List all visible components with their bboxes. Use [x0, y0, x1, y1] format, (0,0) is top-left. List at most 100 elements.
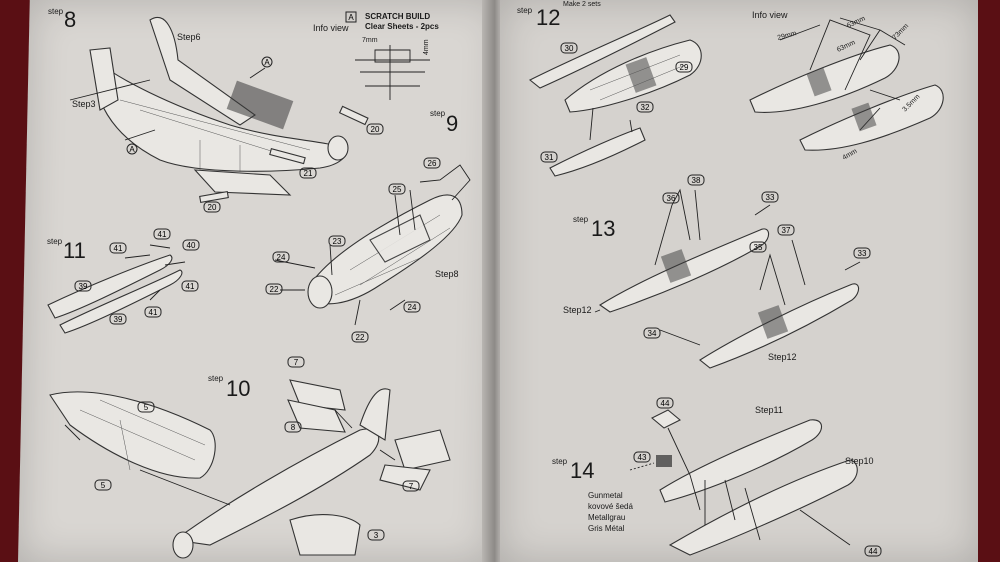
part-callout-36: 36	[662, 192, 680, 204]
svg-text:63mm: 63mm	[846, 15, 867, 30]
svg-text:Info view: Info view	[313, 23, 349, 33]
part-callout-33b: 33	[853, 247, 871, 259]
svg-text:36: 36	[667, 194, 676, 203]
svg-text:Gris Métal: Gris Métal	[588, 524, 625, 533]
svg-text:step: step	[573, 215, 589, 224]
svg-text:33: 33	[766, 193, 775, 202]
scratch-build-info: Info view A SCRATCH BUILD Clear Sheets -…	[313, 11, 439, 100]
step-9-fuselage-drawing	[274, 164, 471, 326]
part-callout-41c: 41	[181, 280, 199, 292]
svg-text:step: step	[552, 457, 568, 466]
step-12-float-drawing	[528, 14, 702, 177]
part-callout-29: 29	[675, 61, 693, 73]
svg-text:12: 12	[536, 5, 560, 30]
part-callout-8: 8	[284, 421, 302, 433]
svg-text:Info view: Info view	[752, 10, 788, 20]
step11-reference: Step11	[755, 405, 783, 415]
part-callout-24b: 24	[403, 301, 421, 313]
svg-text:23: 23	[333, 237, 342, 246]
part-callout-5a: 5	[137, 401, 155, 413]
part-callout-35: 35	[749, 241, 767, 253]
svg-text:33: 33	[858, 249, 867, 258]
part-callout-25: 25	[388, 183, 406, 195]
part-callout-A-left: A	[126, 143, 138, 155]
part-callout-30: 30	[560, 42, 578, 54]
svg-text:20: 20	[371, 125, 380, 134]
part-callout-31: 31	[540, 151, 558, 163]
part-callout-22b: 22	[351, 331, 369, 343]
step-10-header: step 10	[208, 374, 250, 401]
svg-text:14: 14	[570, 458, 594, 483]
svg-text:13: 13	[591, 216, 615, 241]
svg-text:8: 8	[291, 423, 296, 432]
svg-text:step: step	[430, 109, 446, 118]
step12-reference-a: Step12	[563, 305, 592, 315]
svg-text:5: 5	[101, 481, 106, 490]
svg-text:Clear Sheets - 2pcs: Clear Sheets - 2pcs	[365, 22, 439, 31]
part-callout-39b: 39	[109, 313, 127, 325]
svg-text:63mm: 63mm	[836, 39, 857, 54]
svg-text:10: 10	[226, 376, 250, 401]
svg-text:4mm: 4mm	[423, 39, 430, 55]
part-callout-21: 21	[299, 167, 317, 179]
svg-text:43: 43	[638, 453, 647, 462]
svg-text:step: step	[47, 237, 63, 246]
part-callout-7a: 7	[287, 356, 305, 368]
part-callout-33a: 33	[761, 191, 779, 203]
svg-text:41: 41	[158, 230, 167, 239]
step-12-header: step 12 Make 2 sets	[517, 1, 601, 30]
svg-text:22: 22	[356, 333, 365, 342]
svg-text:Gunmetal: Gunmetal	[588, 491, 623, 500]
svg-text:41: 41	[149, 308, 158, 317]
part-callout-7b: 7	[402, 480, 420, 492]
svg-text:22: 22	[270, 285, 279, 294]
part-callout-43: 43	[633, 451, 651, 463]
svg-text:35: 35	[754, 243, 763, 252]
svg-text:26: 26	[428, 159, 437, 168]
svg-text:SCRATCH BUILD: SCRATCH BUILD	[365, 12, 430, 21]
step-9-header: step 9	[430, 109, 458, 136]
part-callout-23: 23	[328, 235, 346, 247]
part-callout-32: 32	[636, 101, 654, 113]
part-callout-44b: 44	[864, 545, 882, 557]
part-callout-20: 20	[366, 123, 384, 135]
svg-text:44: 44	[661, 399, 670, 408]
step-13-header: step 13	[573, 215, 615, 241]
part-callout-38: 38	[687, 174, 705, 186]
step-8-fuselage-drawing	[69, 17, 369, 204]
part-callout-20b: 20	[203, 201, 221, 213]
svg-text:5: 5	[144, 403, 149, 412]
svg-text:4mm: 4mm	[842, 148, 859, 162]
svg-text:A: A	[264, 58, 270, 67]
svg-text:21: 21	[304, 169, 313, 178]
part-callout-40: 40	[182, 239, 200, 251]
step10-reference: Step10	[845, 456, 874, 466]
svg-text:20: 20	[208, 203, 217, 212]
svg-text:32: 32	[641, 103, 650, 112]
svg-text:30: 30	[565, 44, 574, 53]
part-callout-A-top: A	[261, 56, 273, 68]
svg-text:3: 3	[374, 531, 379, 540]
step-11-header: step 11	[47, 237, 86, 263]
svg-text:38: 38	[692, 176, 701, 185]
svg-text:29: 29	[680, 63, 689, 72]
svg-text:A: A	[348, 13, 354, 22]
svg-text:34: 34	[648, 329, 657, 338]
svg-text:39: 39	[114, 315, 123, 324]
step-8-header: step 8	[48, 7, 76, 32]
part-callout-41a: 41	[153, 228, 171, 240]
part-callout-22a: 22	[265, 283, 283, 295]
svg-text:step: step	[208, 374, 224, 383]
part-callout-26: 26	[423, 157, 441, 169]
step-13-float-drawing	[594, 188, 861, 369]
svg-text:Metallgrau: Metallgrau	[588, 513, 625, 522]
svg-text:41: 41	[114, 244, 123, 253]
svg-text:step: step	[517, 6, 533, 15]
svg-text:11: 11	[63, 238, 86, 263]
part-callout-44a: 44	[656, 397, 674, 409]
svg-text:73mm: 73mm	[891, 23, 910, 42]
part-callout-37: 37	[777, 224, 795, 236]
svg-text:29mm: 29mm	[777, 30, 798, 42]
step6-reference: Step6	[177, 32, 201, 42]
